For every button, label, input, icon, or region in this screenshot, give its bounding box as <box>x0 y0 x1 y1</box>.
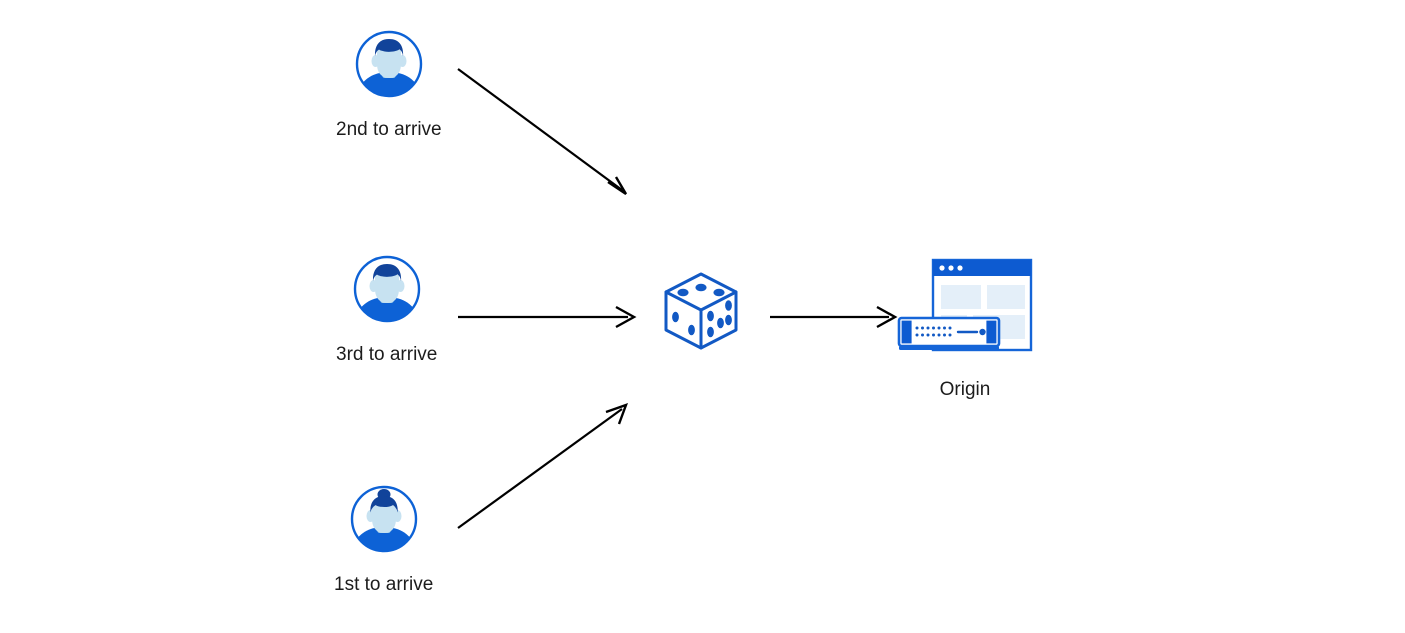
origin-server-icon <box>897 258 1033 362</box>
user-avatar-icon <box>353 28 425 100</box>
arrow-1st-to-dice <box>457 403 629 529</box>
arrow-dice-to-origin <box>770 305 898 329</box>
server-device <box>897 316 1001 350</box>
origin-node: Origin <box>897 258 1033 401</box>
randomizer-node <box>658 268 744 354</box>
dice-icon <box>658 268 744 354</box>
client-node-1st: 1st to arrive <box>334 483 433 596</box>
origin-label: Origin <box>939 379 991 400</box>
user-avatar-icon <box>351 253 423 325</box>
user-avatar-icon <box>348 483 420 555</box>
arrow-2nd-to-dice <box>457 68 628 195</box>
client-label-3rd: 3rd to arrive <box>336 344 438 365</box>
arrow-3rd-to-dice <box>458 305 637 329</box>
client-label-2nd: 2nd to arrive <box>336 119 442 140</box>
client-node-2nd: 2nd to arrive <box>336 28 442 141</box>
client-label-1st: 1st to arrive <box>334 574 434 595</box>
client-node-3rd: 3rd to arrive <box>336 253 437 366</box>
